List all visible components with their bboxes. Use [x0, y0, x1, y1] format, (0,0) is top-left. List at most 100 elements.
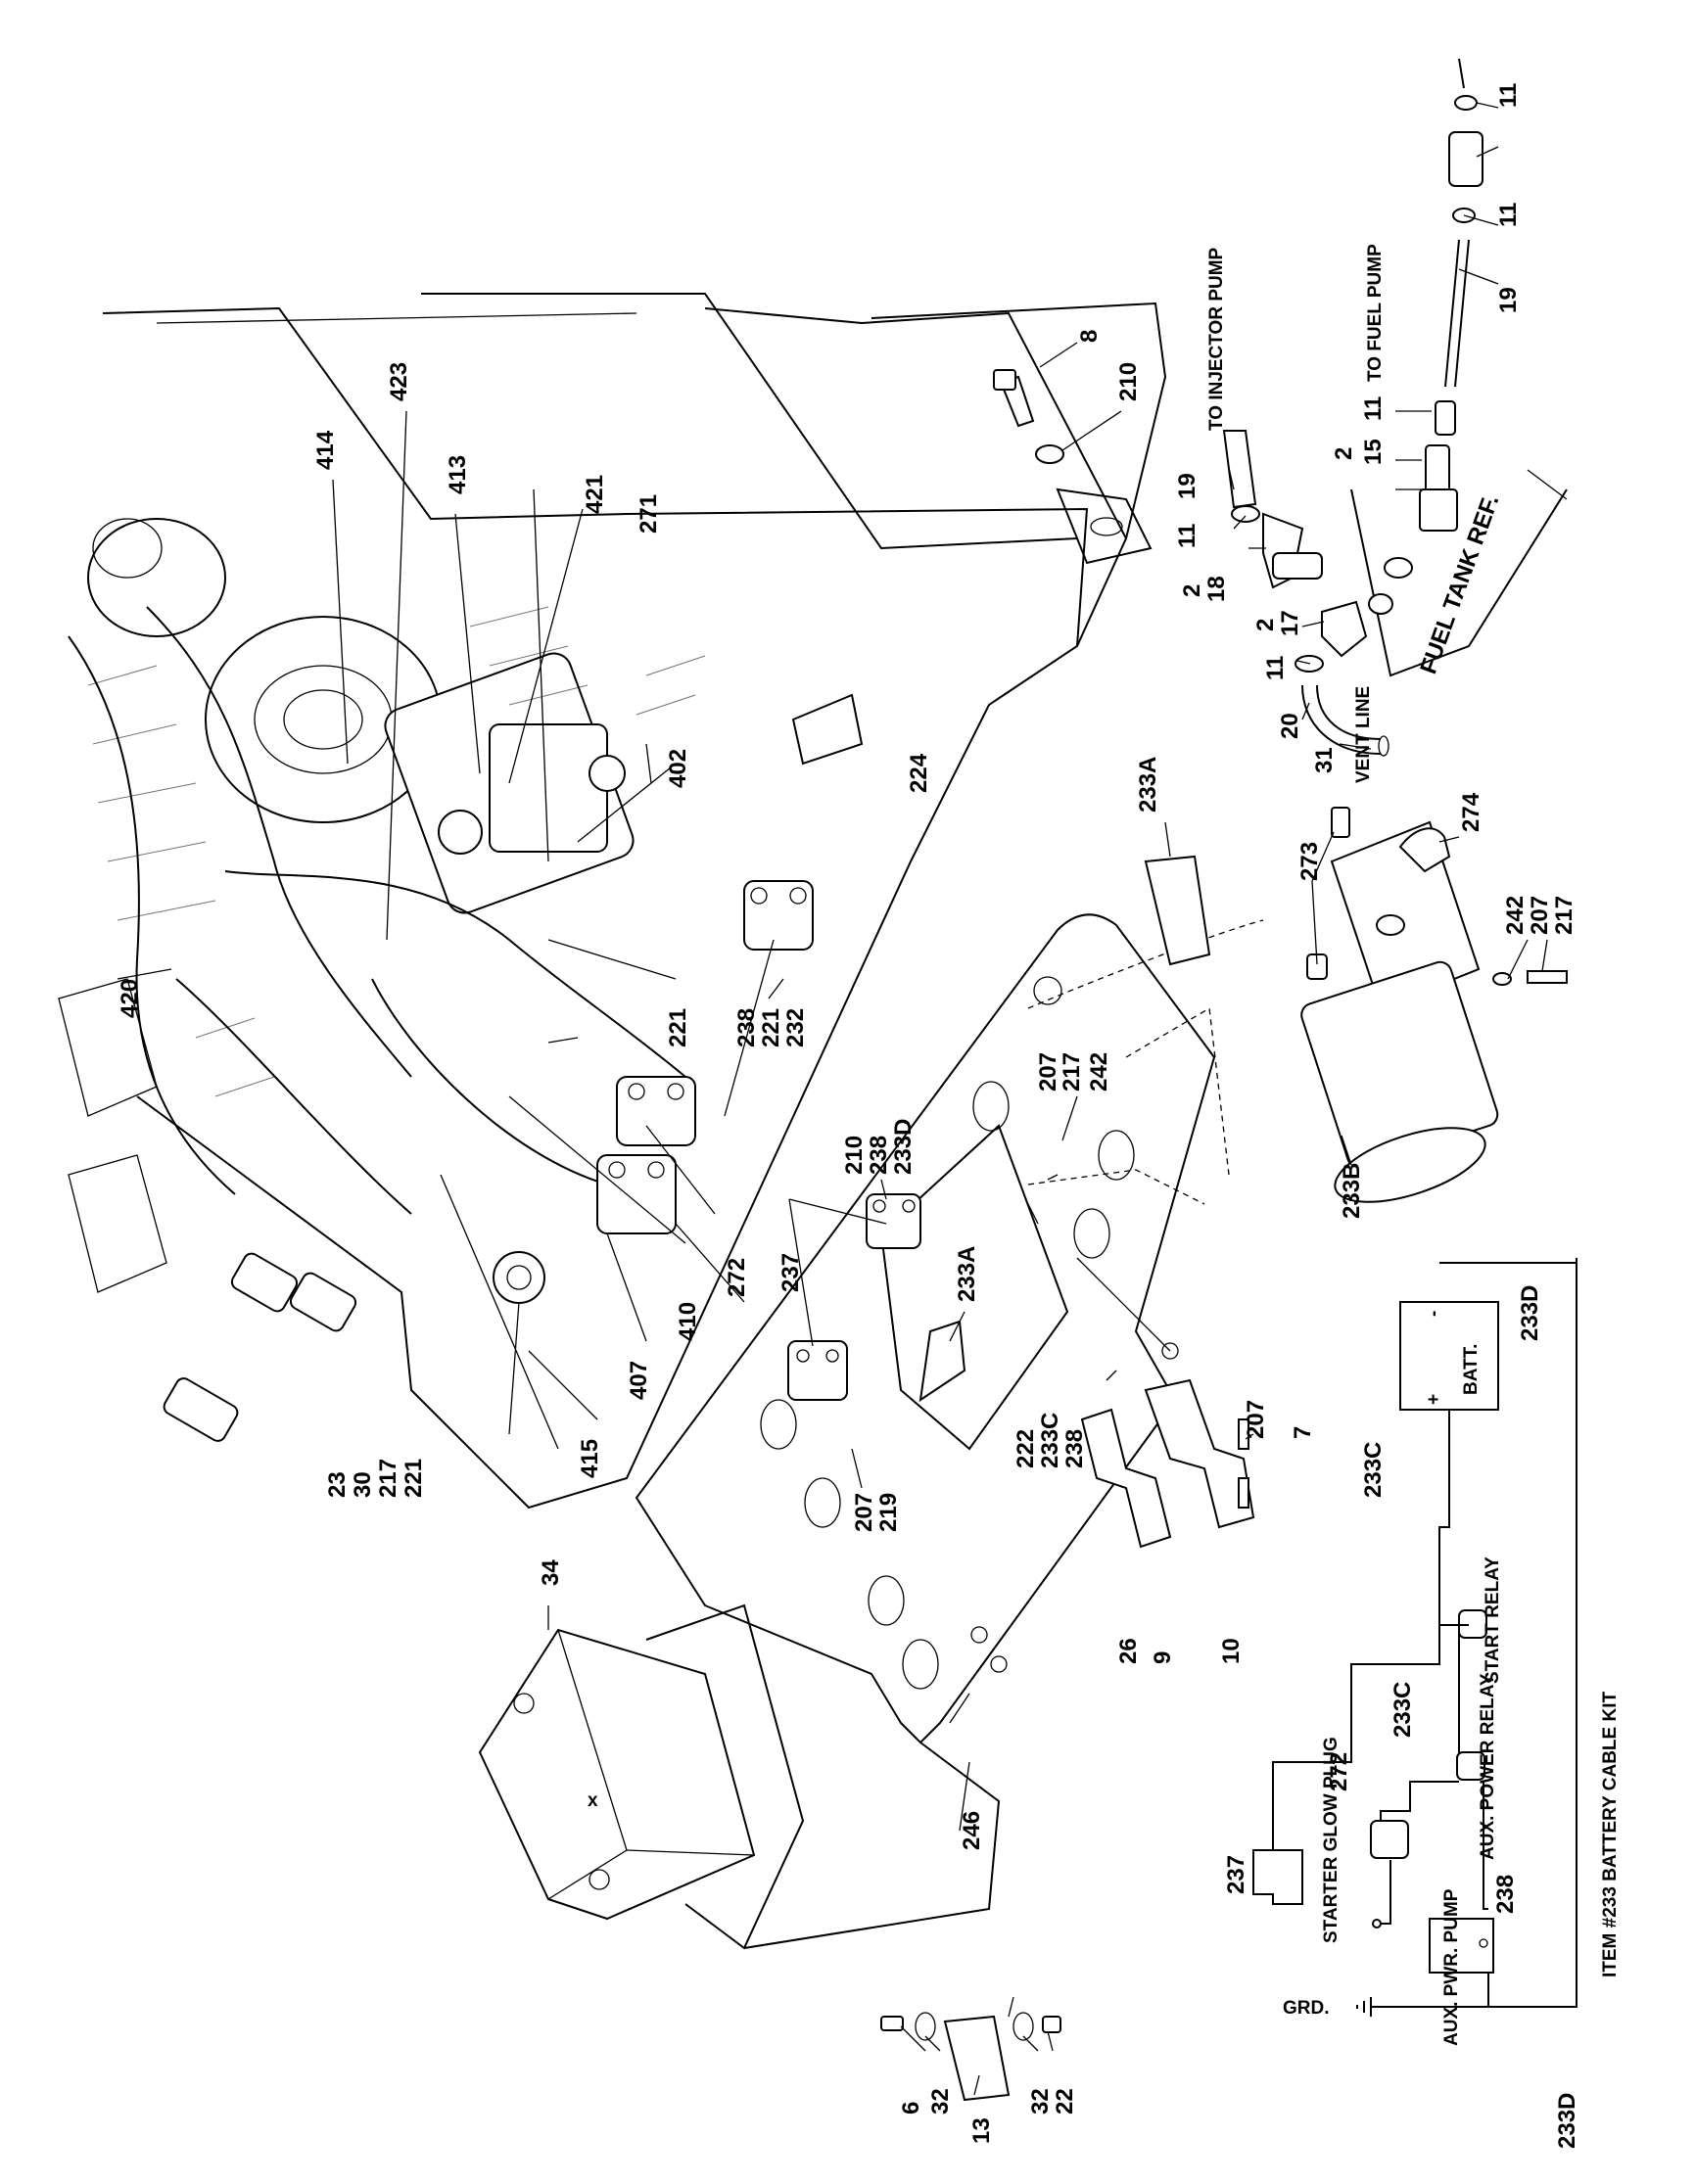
callout-410: 414: [312, 430, 339, 470]
callout-237: 233C: [1037, 1413, 1063, 1468]
callout-33: 217: [375, 1459, 401, 1498]
callout-9: 9: [1150, 1651, 1176, 1664]
note-to-fuel-pump: TO FUEL PUMP: [1365, 244, 1386, 382]
callout-8: 8: [1076, 330, 1103, 343]
callout-254: 238: [733, 1008, 760, 1047]
callout-221-a: 221: [665, 1008, 691, 1047]
callout-256-a: 238: [866, 1136, 892, 1175]
callout-413: 415: [577, 1439, 603, 1478]
leader-lines: [117, 102, 1548, 2096]
aux-pump-246: [1300, 807, 1568, 1203]
callout-217: 219: [875, 1493, 902, 1532]
callout-238: 233D: [890, 1119, 917, 1175]
callout-13: 13: [968, 2117, 995, 2144]
callout-22: 22: [1052, 2088, 1078, 2114]
callout-210-right: 217: [1551, 896, 1577, 935]
callout-242-top: 233A: [1135, 757, 1161, 813]
callout-423: 420: [117, 979, 143, 1018]
callout-11-top: 11: [1495, 83, 1522, 108]
battery-mark: x: [588, 1790, 598, 1811]
callout-272-eng: 272: [724, 1258, 750, 1297]
callout-207: 210: [841, 1136, 868, 1175]
callout-34: 34: [538, 1559, 564, 1586]
callout-233A-mid: 233C: [1389, 1682, 1416, 1738]
callout-261: 246: [959, 1811, 985, 1850]
relay-272: [616, 1076, 696, 1146]
callout-274: 274: [1458, 792, 1484, 832]
callout-415: 423: [386, 362, 412, 401]
relay-250: [787, 1340, 848, 1401]
callout-404: 407: [626, 1361, 652, 1400]
callout-233B-bottom: 233D: [1554, 2093, 1580, 2149]
callout-2-a: 2: [1179, 584, 1205, 597]
callout-19-left: 19: [1174, 473, 1201, 499]
callout-24: 26: [1115, 1638, 1142, 1664]
bracket-242: [1144, 855, 1211, 966]
callout-11-lower: 11: [1262, 656, 1289, 680]
schematic-title: ITEM #233 BATTERY CABLE KIT: [1600, 1692, 1621, 1977]
fuel-fittings: [163, 1251, 545, 1442]
callout-202-mid: 207: [1035, 1052, 1061, 1092]
schematic-grd: GRD.: [1283, 1998, 1330, 2019]
callout-26: 31: [1311, 747, 1338, 773]
callout-257-mid: 242: [1086, 1052, 1112, 1092]
callout-23: 23: [324, 1471, 351, 1498]
callout-233A-top: 233C: [1360, 1442, 1387, 1498]
relay-207: [866, 1193, 921, 1249]
battery-34: x: [478, 1603, 1001, 1950]
clamp-13: [880, 2012, 1061, 2102]
callout-2-b: 2: [1252, 619, 1279, 631]
callout-32: 210: [1115, 362, 1142, 401]
schematic-batt-plus: +: [1424, 1394, 1444, 1405]
callout-31: 207: [1243, 1400, 1269, 1439]
callout-30-b: 32: [1027, 2088, 1054, 2114]
callout-219: 221: [400, 1459, 427, 1498]
callout-18: 18: [1203, 576, 1230, 602]
callout-273: 273: [1296, 842, 1323, 881]
schematic-aux-pwr-pump: AUX. PWR. PUMP: [1441, 1888, 1462, 2046]
note-to-injector-pump: TO INJECTOR PUMP: [1206, 247, 1227, 431]
schematic-batt: BATT.: [1461, 1344, 1482, 1395]
callout-256-b: 238: [1061, 1429, 1088, 1468]
callout-11-mid: 11: [1495, 203, 1522, 227]
callout-257-right: 242: [1502, 896, 1529, 935]
callout-250: 237: [777, 1253, 804, 1292]
callout-25: 30: [350, 1471, 376, 1498]
callout-10: 10: [1218, 1638, 1245, 1664]
relay-254: [743, 880, 814, 951]
callout-20: 20: [1277, 713, 1303, 739]
callout-233B-top: 233D: [1517, 1285, 1543, 1341]
callout-11-right: 11: [1360, 396, 1387, 421]
callout-406: 410: [675, 1302, 701, 1341]
callout-202-low: 207: [851, 1493, 877, 1532]
callout-421: 271: [636, 494, 662, 534]
callout-414: 421: [582, 475, 608, 514]
callout-17: 17: [1277, 610, 1303, 636]
callout-7: 7: [1290, 1426, 1316, 1439]
callout-labels: 11 11 19 11 2 15 8 210 19 11 2 18 2 17 1…: [117, 83, 1580, 2149]
mounting-plate-261: [635, 913, 1264, 1744]
fuel-line-parts: [993, 58, 1568, 757]
schematic-batt-minus: -: [1424, 1311, 1444, 1317]
callout-2-right: 2: [1331, 447, 1357, 460]
callout-232: 232: [782, 1008, 809, 1047]
note-vent-line: VENT LINE: [1353, 686, 1374, 783]
schematic-start-relay: START RELAY: [1483, 1557, 1503, 1684]
callout-407: 413: [445, 455, 471, 494]
callout-30-a: 32: [927, 2088, 954, 2114]
callout-224: 224: [906, 753, 932, 793]
callout-15: 15: [1360, 439, 1387, 465]
callout-222: 222: [1012, 1429, 1039, 1468]
callout-19-right: 19: [1495, 287, 1522, 313]
callout-402: 402: [665, 749, 691, 788]
callout-233C: 237: [1223, 1855, 1249, 1894]
relay-406: [596, 1154, 677, 1234]
callout-210-mid: 217: [1059, 1052, 1085, 1092]
engine-assembly: [58, 293, 1167, 1510]
callout-242-mid: 233A: [954, 1246, 980, 1302]
callout-202-right: 207: [1527, 896, 1553, 935]
callout-11-left: 11: [1174, 524, 1201, 548]
callout-272-sch: 272: [1326, 1752, 1352, 1791]
callout-6: 6: [898, 2102, 924, 2114]
